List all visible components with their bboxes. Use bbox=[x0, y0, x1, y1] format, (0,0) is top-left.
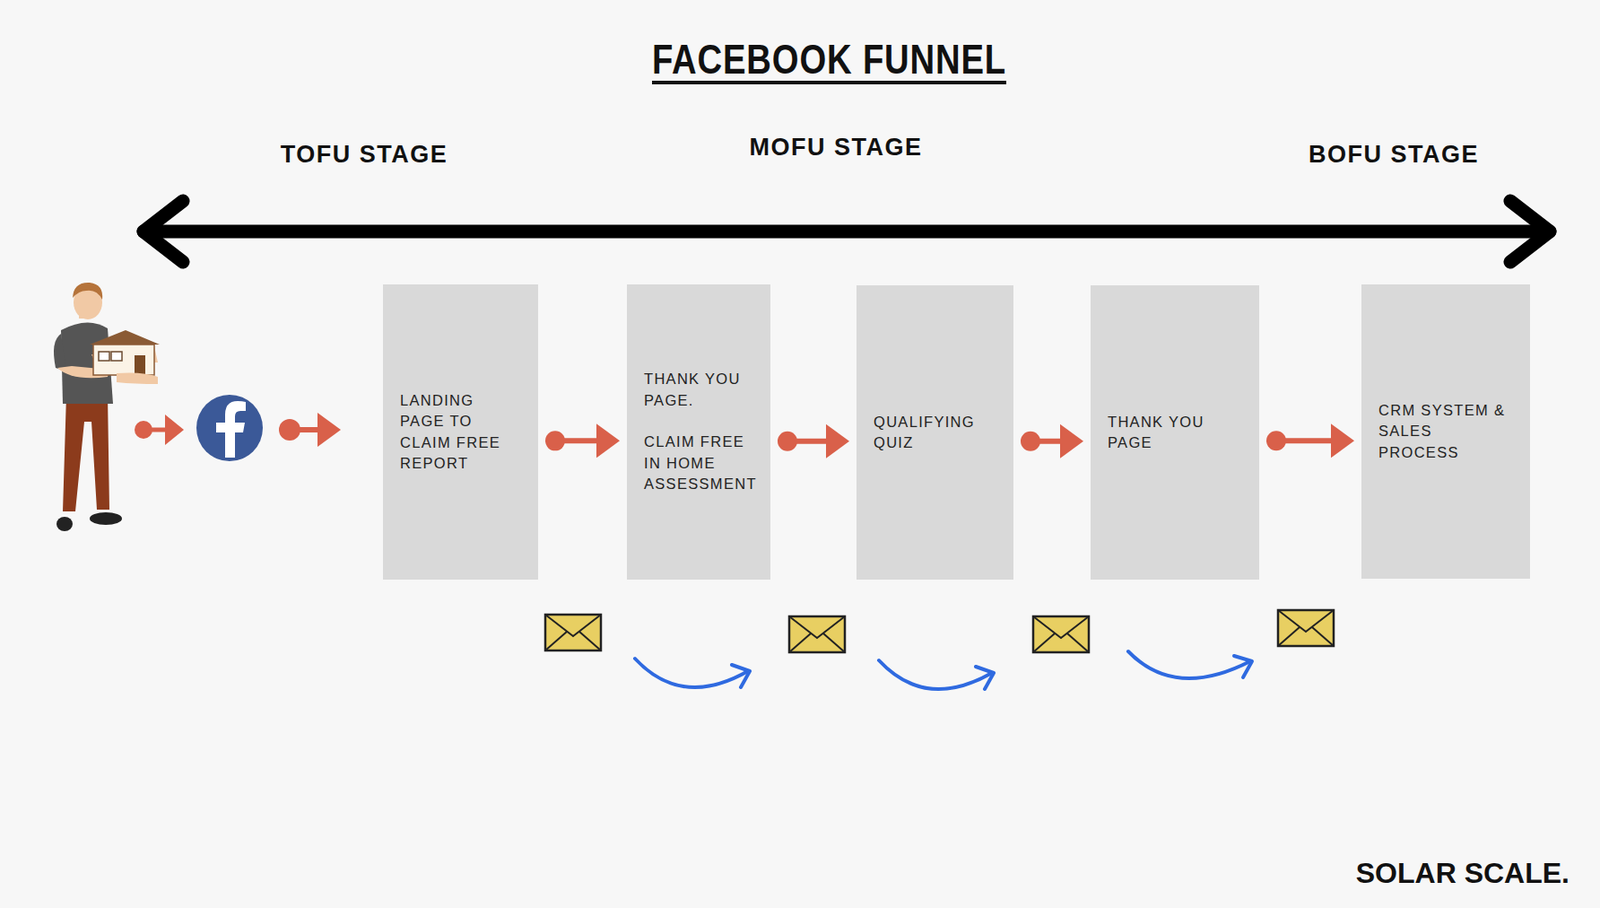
stage-arrow bbox=[143, 200, 1550, 262]
funnel-step-box: THANK YOU PAGE bbox=[1090, 285, 1260, 580]
stage-label: BOFU STAGE bbox=[1308, 140, 1479, 169]
flow-arrow bbox=[1266, 423, 1355, 458]
funnel-step-box: LANDING PAGE TO CLAIM FREE REPORT bbox=[382, 284, 539, 580]
step-text: CLAIM FREE IN HOME ASSESSMENT bbox=[643, 431, 757, 495]
followup-arrows bbox=[634, 651, 1253, 689]
flow-arrow bbox=[777, 424, 850, 459]
person-figure bbox=[53, 282, 160, 531]
funnel-step-box: CRM SYSTEM & SALES PROCESS bbox=[1361, 284, 1531, 579]
flow-arrow bbox=[1020, 424, 1084, 459]
step-text: THANK YOU PAGE bbox=[1107, 411, 1245, 454]
facebook-icon bbox=[196, 394, 263, 461]
step-text: THANK YOU PAGE. bbox=[643, 368, 757, 411]
flow-arrow bbox=[545, 423, 620, 458]
stage-label: TOFU STAGE bbox=[280, 140, 449, 169]
step-text: QUALIFYING QUIZ bbox=[873, 411, 1000, 454]
step-text: CRM SYSTEM & SALES PROCESS bbox=[1378, 400, 1516, 463]
step-text: LANDING PAGE TO CLAIM FREE REPORT bbox=[400, 390, 524, 475]
funnel-step-box: THANK YOU PAGE. CLAIM FREE IN HOME ASSESS… bbox=[626, 284, 771, 580]
diagram-title: FACEBOOK FUNNEL bbox=[652, 37, 1007, 85]
brand-name: SOLAR SCALE. bbox=[1356, 856, 1570, 890]
stage-label: MOFU STAGE bbox=[749, 133, 923, 162]
funnel-step-box: QUALIFYING QUIZ bbox=[856, 285, 1014, 580]
email-icons bbox=[545, 609, 1334, 653]
